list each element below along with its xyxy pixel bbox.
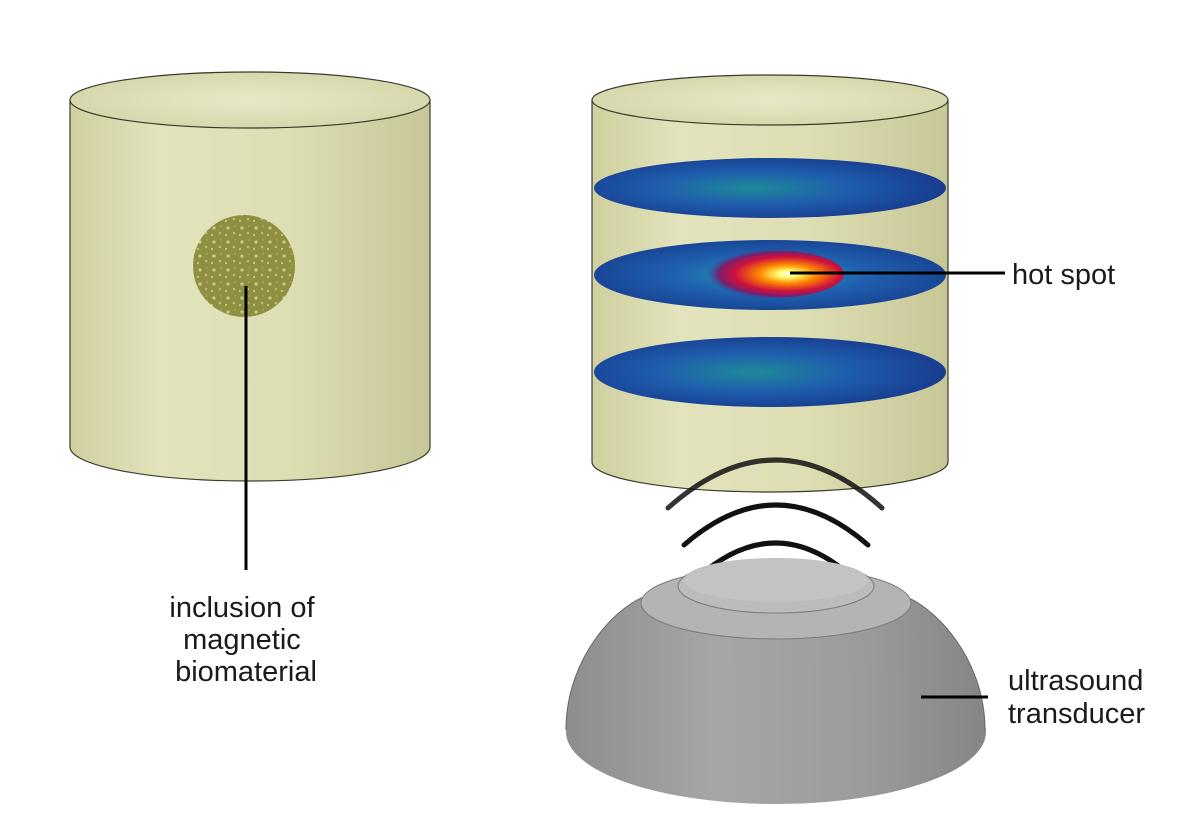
transducer-label-line-1: ultrasound bbox=[1008, 665, 1143, 697]
wave-arc-outer bbox=[665, 457, 885, 511]
temperature-slice-bottom bbox=[594, 337, 946, 407]
temperature-slice-middle bbox=[594, 240, 946, 310]
inclusion-label-line-2: magnetic bbox=[183, 624, 301, 656]
inclusion-label-line-1: inclusion of bbox=[169, 592, 315, 624]
wave-arc-middle bbox=[681, 502, 871, 548]
inclusion-label-line-3: biomaterial bbox=[175, 656, 317, 688]
ultrasound-transducer bbox=[565, 558, 986, 804]
svg-text:ultrasound transducer: ultrasound transducer bbox=[1008, 665, 1152, 730]
hot-spot-label: hot spot bbox=[1012, 259, 1115, 291]
svg-text:inclusion of magnetic: inclusion of magnetic biomaterial bbox=[169, 592, 322, 688]
magnetic-inclusion bbox=[193, 215, 295, 317]
temperature-slice-top bbox=[594, 158, 946, 218]
transducer-label-line-2: transducer bbox=[1008, 698, 1145, 730]
hot-spot-region bbox=[696, 250, 844, 298]
